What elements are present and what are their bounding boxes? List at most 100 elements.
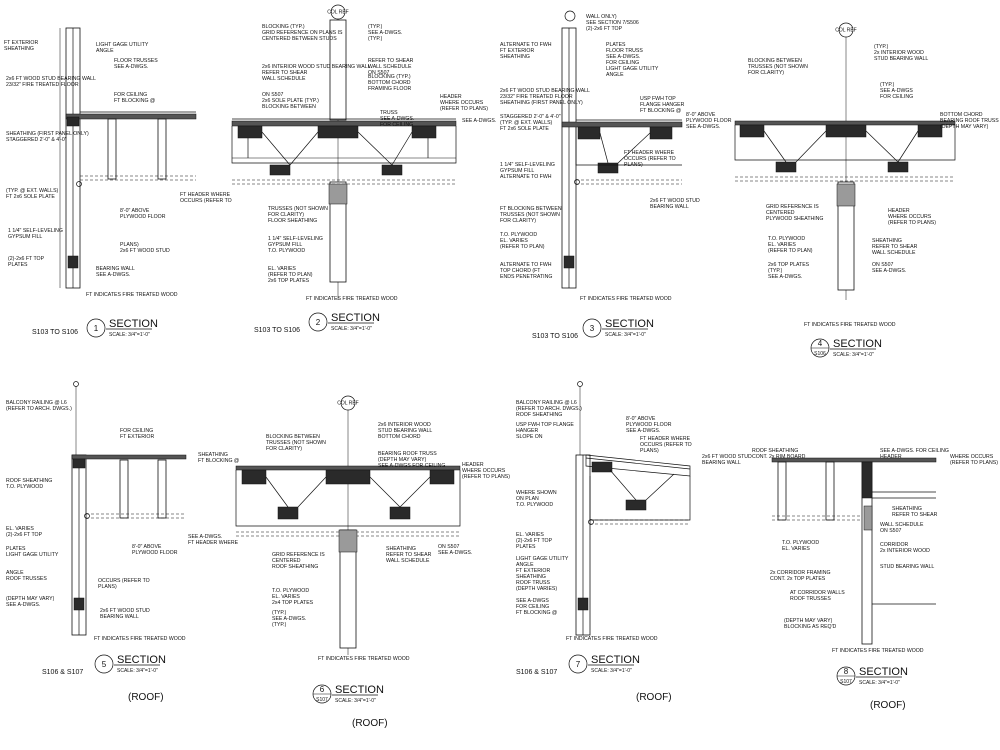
section-7-geometry <box>575 381 691 636</box>
section-3-label: 2x6 FT WOOD STUD <box>650 198 700 204</box>
section-7-label: SLOPE ON <box>516 434 543 440</box>
section-4-label: FOR CEILING <box>880 94 913 100</box>
section-6-label: WHERE OCCURS <box>462 468 506 474</box>
section-8-label: ON S507 <box>880 528 901 534</box>
section-6-label: SEE A-DWGS. <box>438 550 472 556</box>
section-1-label: SEE A-DWGS. <box>114 64 148 70</box>
section-4-label: (REFER TO PLAN) <box>768 248 813 254</box>
section-5-number: 5 <box>102 660 107 669</box>
section-6-label: GRID REFERENCE IS <box>272 552 325 558</box>
section-4-sheet-ref: S106 <box>814 351 826 357</box>
section-4-label: 2x INTERIOR WOOD <box>874 50 924 56</box>
section-6-number: 6 <box>320 685 325 694</box>
section-6-geometry <box>235 395 461 655</box>
section-8-label: ROOF SHEATHING <box>752 448 798 454</box>
section-1-label: PLATES <box>8 262 28 268</box>
section-5-label: PLATES <box>6 546 26 552</box>
section-2-label: 2x6 INTERIOR WOOD STUD BEARING WALL <box>262 64 371 70</box>
section-7-label: BEARING WALL <box>702 460 741 466</box>
section-3-label: USP FWH TOP <box>640 96 676 102</box>
section-3-label: FT BLOCKING @ <box>640 108 681 114</box>
section-1-label: 2x6 FT WOOD STUD BEARING WALL <box>6 76 96 82</box>
section-2-scale: SCALE: 3/4"=1'-0" <box>331 326 372 332</box>
section-3-label: BEARING WALL <box>650 204 689 210</box>
section-1-label: LIGHT GAGE UTILITY <box>96 42 149 48</box>
section-5-label: FT EXTERIOR <box>120 434 154 440</box>
section-5-label: (DEPTH MAY VARY) <box>6 596 55 602</box>
section-7-label: PLATES <box>516 544 536 550</box>
section-2-marker <box>308 312 328 332</box>
section-7-note: FT INDICATES FIRE TREATED WOOD <box>566 636 658 642</box>
section-3-label: FLOOR TRUSS <box>606 48 643 54</box>
section-2-title: SECTION <box>331 312 380 324</box>
section-5-marker <box>94 654 114 674</box>
section-6-label: HEADER <box>462 462 484 468</box>
section-2-label: BLOCKING (TYP.) <box>368 74 411 80</box>
section-5-label: ROOF TRUSSES <box>6 576 47 582</box>
section-3-label: WALL ONLY) <box>586 14 617 20</box>
section-5-label: PLANS) <box>98 584 117 590</box>
section-4-label: HEADER <box>888 208 910 214</box>
section-2-label: GRID REFERENCE ON PLANS IS <box>262 30 343 36</box>
section-3-label: FLANGE HANGER <box>640 102 685 108</box>
section-2-number: 2 <box>316 318 321 327</box>
section-1-label: SHEATHING (FIRST PANEL ONLY) <box>6 131 89 137</box>
section-7-label: FT HEADER WHERE <box>640 436 691 442</box>
section-2-label: GYPSUM FILL <box>268 242 302 248</box>
section-7-caption: (ROOF) <box>636 692 672 703</box>
section-1-label: BEARING WALL <box>96 266 135 272</box>
section-6-label: (TYP.) <box>272 622 287 628</box>
section-7-title: SECTION <box>591 654 640 666</box>
section-5-label: 8'-0" ABOVE <box>132 544 162 550</box>
section-5-label: T.O. PLYWOOD <box>6 484 43 490</box>
section-5-label: FOR CEILING <box>120 428 153 434</box>
section-2-label: HEADER <box>440 94 462 100</box>
section-4-label: SEE A-DWGS. <box>872 268 906 274</box>
section-1-note: FT INDICATES FIRE TREATED WOOD <box>86 292 178 298</box>
section-2-sheet-ref: S103 TO S106 <box>254 327 300 334</box>
section-8-geometry <box>771 457 937 645</box>
section-7-labels: BALCONY RAILING @ L6(REFER TO ARCH. DWGS… <box>516 400 752 616</box>
section-3-label: ALTERNATE TO FWH <box>500 174 552 180</box>
section-3-label: 23/32" FIRE TREATED FLOOR <box>500 94 573 100</box>
section-8-label: CONT. 2x TOP PLATES <box>770 576 826 582</box>
section-1-label: 23/32" FIRE TREATED FLOOR <box>6 82 79 88</box>
section-7-label: SHEATHING <box>516 574 546 580</box>
section-3-label: 2x6 FT WOOD STUD BEARING WALL <box>500 88 590 94</box>
section-7-label: SEE A-DWGS. <box>626 428 660 434</box>
section-7-label: OCCURS (REFER TO <box>640 442 692 448</box>
section-3-number: 3 <box>590 324 595 333</box>
section-2-label: BOTTOM CHORD <box>368 80 411 86</box>
section-3-label: SEE A-DWGS. <box>606 54 640 60</box>
section-8-label: HEADER <box>880 454 902 460</box>
section-6-label: FOR CLARITY) <box>266 446 302 452</box>
section-8-label: WALL SCHEDULE <box>880 522 924 528</box>
section-7-label: SEE A-DWGS <box>516 598 549 604</box>
section-5-caption: (ROOF) <box>128 692 164 703</box>
section-2-label: SEE A-DWGS. <box>380 116 414 122</box>
section-8-label: BLOCKING AS REQ'D <box>784 624 837 630</box>
section-2-label: WALL SCHEDULE <box>368 64 412 70</box>
section-3-label: ANGLE <box>606 72 624 78</box>
section-3-label: T.O. PLYWOOD <box>500 232 537 238</box>
section-1-label: SHEATHING <box>4 46 34 52</box>
section-7-number: 7 <box>576 660 581 669</box>
section-1-label: 1 1/4" SELF-LEVELING <box>8 228 63 234</box>
section-3-label: FOR CLARITY) <box>500 218 536 224</box>
section-2-label: ON S507 <box>368 70 389 76</box>
section-3-label: 1 1/4" SELF-LEVELING <box>500 162 555 168</box>
section-4-grid-bubble: COL REF <box>835 28 856 34</box>
section-5-geometry <box>71 381 187 636</box>
section-3-label: FT HEADER WHERE <box>624 150 675 156</box>
section-3-label: TRUSSES (NOT SHOWN <box>500 212 560 218</box>
section-2-label: TRUSSES (NOT SHOWN <box>268 206 328 212</box>
section-2-geometry <box>231 4 457 300</box>
section-1-label: FOR CEILING <box>114 92 147 98</box>
section-4-label: WHERE OCCURS <box>888 214 932 220</box>
section-3-label: FT 2x6 SOLE PLATE <box>500 126 549 132</box>
section-5-labels: BALCONY RAILING @ L6(REFER TO ARCH. DWGS… <box>6 400 239 620</box>
section-7: BALCONY RAILING @ L6(REFER TO ARCH. DWGS… <box>516 381 752 636</box>
